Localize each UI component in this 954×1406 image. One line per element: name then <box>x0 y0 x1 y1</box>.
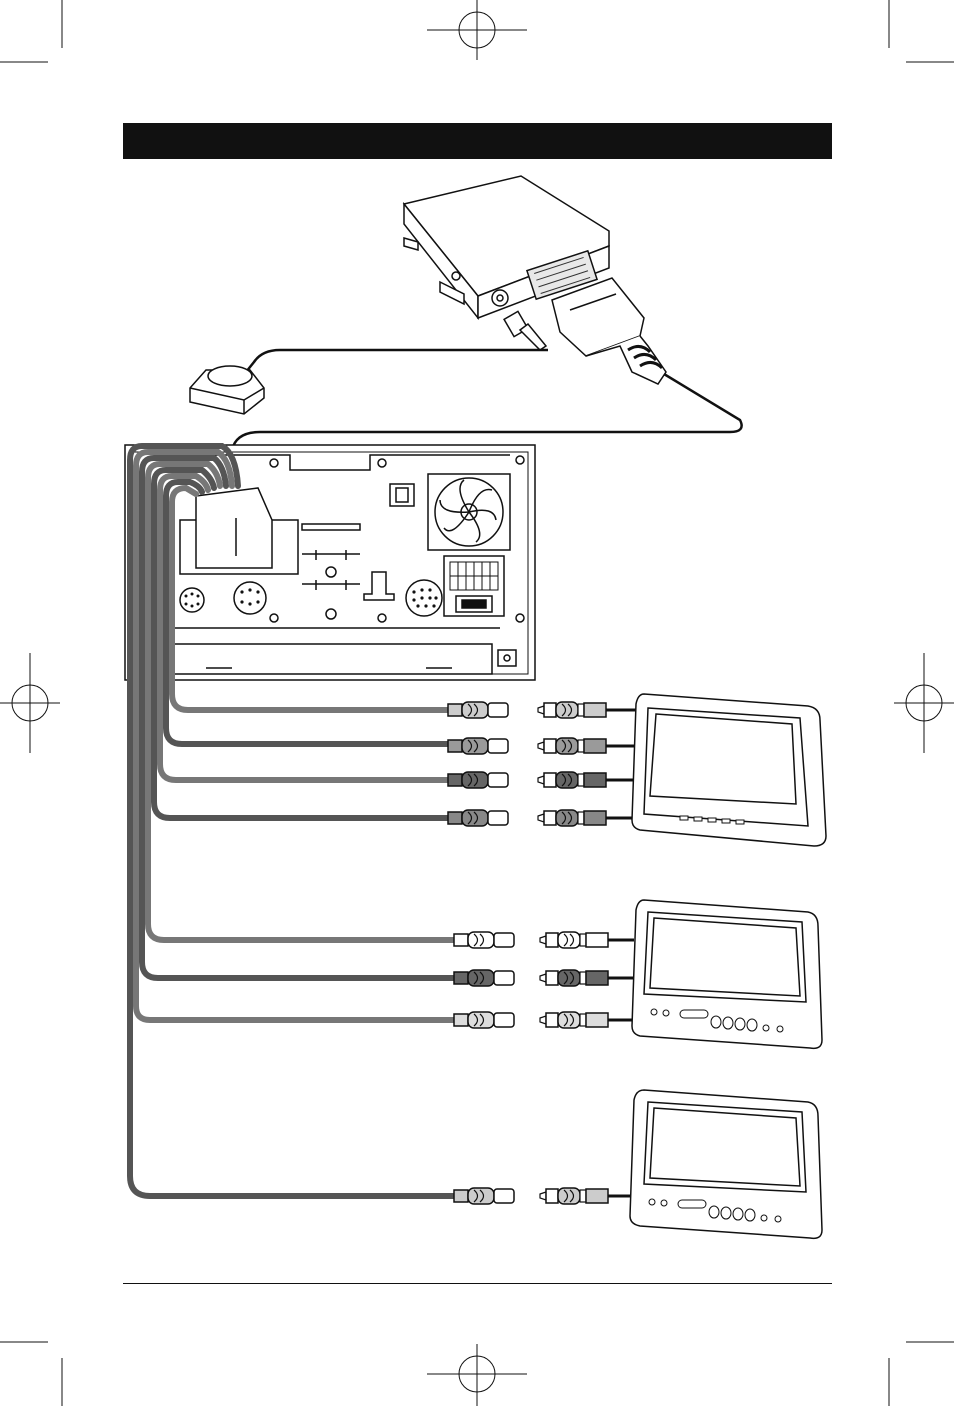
wire-harness-connector-icon <box>196 488 272 568</box>
registration-mark-bottom <box>427 1344 527 1406</box>
av-plugs-monitor-1 <box>448 702 636 826</box>
monitor-icon <box>632 900 822 1048</box>
footer-rule <box>123 1283 832 1284</box>
registration-mark-right <box>894 653 954 753</box>
antenna-connector-icon <box>504 311 546 350</box>
monitor-icon <box>632 694 826 846</box>
antenna-puck-icon <box>190 366 264 414</box>
registration-mark-top <box>427 0 527 60</box>
monitor-icon <box>630 1090 822 1238</box>
av-plugs-monitor-2 <box>454 932 634 1028</box>
av-plugs-monitor-3 <box>454 1188 634 1204</box>
registration-mark-left <box>0 653 60 753</box>
harness-plug-icon <box>552 278 666 384</box>
